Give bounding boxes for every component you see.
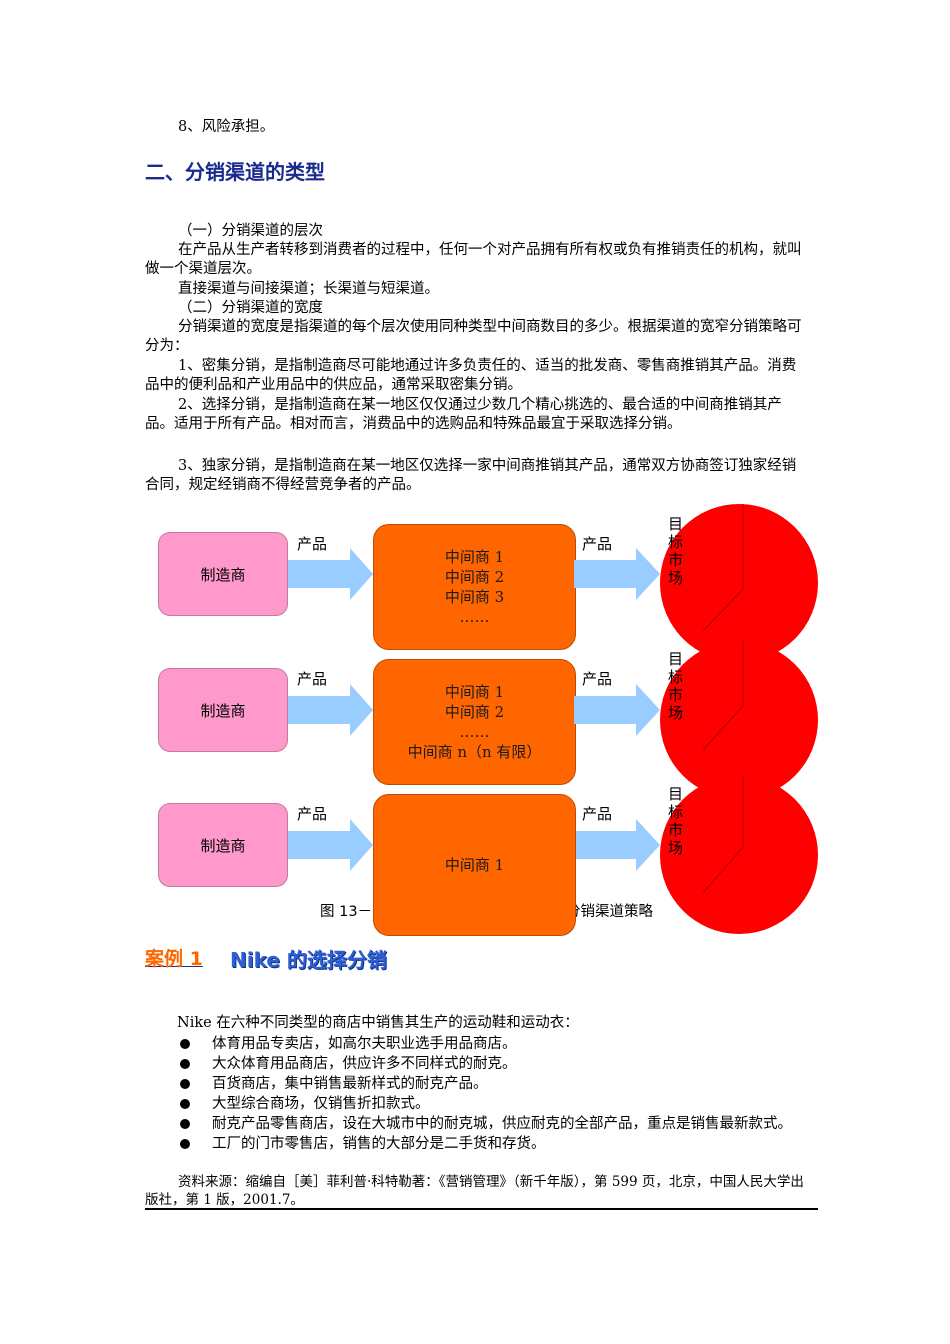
- manufacturer-box: 制造商: [158, 803, 288, 887]
- target-market-circle: [660, 776, 818, 934]
- target-market-label: 目 标 市 场: [668, 515, 686, 587]
- arrow-icon: [574, 548, 660, 600]
- list-item: 大型综合商场，仅销售折扣款式。: [180, 1094, 810, 1114]
- bullet-icon: [180, 1119, 190, 1129]
- middlemen-box: 中间商 1 中间商 2 …… 中间商 n（n 有限）: [373, 659, 576, 785]
- target-market-char: 场: [668, 704, 684, 722]
- arrow-icon: [574, 684, 660, 736]
- middleman-label: 中间商 n（n 有限）: [407, 743, 542, 761]
- arrow-label: 产品: [582, 805, 613, 823]
- list-item-text: 耐克产品零售商店，设在大城市中的耐克城，供应耐克的全部产品，重点是销售最新款式。: [212, 1116, 792, 1132]
- middleman-label: ……: [459, 723, 490, 741]
- list-item: 百货商店，集中销售最新样式的耐克产品。: [180, 1074, 810, 1094]
- middleman-label: 中间商 1: [444, 548, 505, 566]
- middleman-label: 中间商 2: [444, 568, 505, 586]
- paragraph-intensive: 1、密集分销，是指制造商尽可能地通过许多负责任的、适当的批发商、零售商推销其产品…: [145, 358, 797, 393]
- arrow-label: 产品: [297, 805, 328, 823]
- arrow-label: 产品: [297, 535, 328, 553]
- target-market-circle: [660, 641, 818, 799]
- paragraph-channel-types: 直接渠道与间接渠道；长渠道与短渠道。: [178, 281, 439, 297]
- middleman-label: ……: [459, 608, 490, 626]
- list-item-text: 大众体育用品商店，供应许多不同样式的耐克。: [212, 1056, 517, 1072]
- list-item-text: 工厂的门市零售店，销售的大部分是二手货和存货。: [212, 1136, 546, 1152]
- bullet-icon: [180, 1099, 190, 1109]
- middleman-label: 中间商 1: [444, 683, 505, 701]
- case-label: 案例 1: [145, 948, 203, 970]
- arrow-label: 产品: [582, 670, 613, 688]
- list-item: 耐克产品零售商店，设在大城市中的耐克城，供应耐克的全部产品，重点是销售最新款式。: [180, 1114, 810, 1134]
- paragraph-width-definition: 分销渠道的宽度是指渠道的每个层次使用同种类型中间商数目的多少。根据渠道的宽窄分销…: [145, 319, 802, 354]
- target-market-circle: [660, 504, 818, 662]
- target-market-char: 市: [668, 821, 684, 839]
- target-market-char: 目: [668, 650, 684, 668]
- paragraph-selective: 2、选择分销，是指制造商在某一地区仅仅通过少数几个精心挑选的、最合适的中间商推销…: [145, 397, 782, 432]
- middleman-label: 中间商 2: [444, 703, 505, 721]
- arrow-label: 产品: [297, 670, 328, 688]
- row3-arrows: [288, 819, 660, 871]
- bullet-icon: [180, 1079, 190, 1089]
- manufacturer-box: 制造商: [158, 532, 288, 616]
- figure-caption-right: 分销渠道策略: [566, 904, 653, 920]
- middleman-label: 中间商 1: [444, 856, 505, 874]
- bullet-icon: [180, 1039, 190, 1049]
- bullet-icon: [180, 1139, 190, 1149]
- list-item: 工厂的门市零售店，销售的大部分是二手货和存货。: [180, 1134, 810, 1154]
- target-market-char: 场: [668, 839, 684, 857]
- target-market-char: 标: [668, 533, 684, 551]
- middlemen-box: 中间商 1: [373, 794, 576, 936]
- arrow-icon: [288, 819, 373, 871]
- list-item: 大众体育用品商店，供应许多不同样式的耐克。: [180, 1054, 810, 1074]
- target-market-char: 标: [668, 803, 684, 821]
- list-item-text: 大型综合商场，仅销售折扣款式。: [212, 1096, 430, 1112]
- arrow-label: 产品: [582, 535, 613, 553]
- manufacturer-box: 制造商: [158, 668, 288, 752]
- target-market-char: 市: [668, 686, 684, 704]
- list-item: 体育用品专卖店，如高尔夫职业选手用品商店。: [180, 1034, 810, 1054]
- subheading-width: （二）分销渠道的宽度: [178, 300, 323, 316]
- bullet-icon: [180, 1059, 190, 1069]
- case-list: 体育用品专卖店，如高尔夫职业选手用品商店。 大众体育用品商店，供应许多不同样式的…: [180, 1034, 810, 1154]
- target-market-char: 目: [668, 515, 684, 533]
- paragraph-exclusive: 3、独家分销，是指制造商在某一地区仅选择一家中间商推销其产品，通常双方协商签订独…: [145, 458, 797, 493]
- intro-item: 8、风险承担。: [178, 119, 275, 135]
- target-market-char: 标: [668, 668, 684, 686]
- arrow-icon: [288, 548, 373, 600]
- paragraph-levels-definition: 在产品从生产者转移到消费者的过程中，任何一个对产品拥有所有权或负有推销责任的机构…: [145, 242, 802, 277]
- arrow-icon: [574, 819, 660, 871]
- middleman-label: 中间商 3: [444, 588, 505, 606]
- arrow-icon: [288, 684, 373, 736]
- target-market-char: 市: [668, 551, 684, 569]
- figure-caption-left: 图 13－: [320, 904, 373, 920]
- case-title: Nike 的选择分销: [230, 948, 387, 972]
- section-title: 二、分销渠道的类型: [145, 160, 325, 184]
- row1-arrows: [288, 548, 660, 600]
- diagram-arrows: [288, 548, 660, 871]
- row2-arrows: [288, 684, 660, 736]
- target-market-label: 目 标 市 场: [668, 650, 686, 722]
- target-market-label: 目 标 市 场: [668, 785, 686, 857]
- bottom-rule: [145, 1208, 818, 1210]
- target-market-char: 场: [668, 569, 684, 587]
- middlemen-box: 中间商 1 中间商 2 中间商 3 ……: [373, 524, 576, 650]
- subheading-levels: （一）分销渠道的层次: [178, 223, 323, 239]
- list-item-text: 百货商店，集中销售最新样式的耐克产品。: [212, 1076, 488, 1092]
- list-item-text: 体育用品专卖店，如高尔夫职业选手用品商店。: [212, 1036, 517, 1052]
- source-note: 资料来源：缩编自［美］菲利普·科特勒著：《营销管理》（新千年版），第 599 页…: [145, 1174, 804, 1208]
- case-intro: Nike 在六种不同类型的商店中销售其生产的运动鞋和运动衣：: [177, 1015, 579, 1031]
- target-market-char: 目: [668, 785, 684, 803]
